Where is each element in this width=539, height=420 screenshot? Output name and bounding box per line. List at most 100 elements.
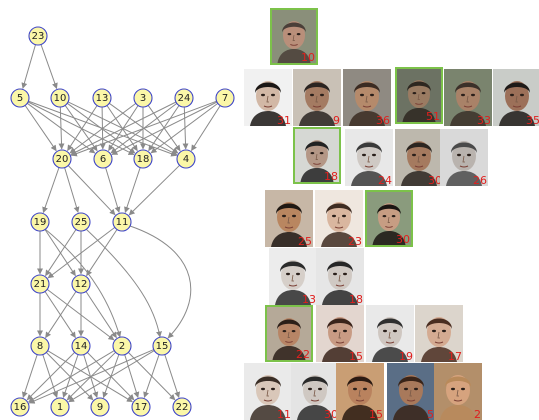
- graph-node-3[interactable]: 3: [133, 88, 153, 108]
- graph-node-25[interactable]: 25: [71, 212, 91, 232]
- edge-5-20: [24, 105, 57, 152]
- edge-25-21: [45, 229, 77, 277]
- node-circle: [30, 336, 50, 356]
- edge-11-21: [47, 227, 116, 279]
- node-circle: [10, 88, 30, 108]
- face-thumbnail-2[interactable]: 9: [293, 69, 341, 126]
- face-thumbnail-10[interactable]: 26: [440, 129, 488, 186]
- face-thumbnail-23[interactable]: 5: [387, 363, 435, 420]
- face-photo: [366, 305, 414, 362]
- face-thumbnail-20[interactable]: 11: [244, 363, 292, 420]
- face-thumbnail-11[interactable]: 25: [265, 190, 313, 247]
- face-photo: [244, 363, 292, 420]
- node-label: 2: [119, 341, 125, 352]
- graph-node-5[interactable]: 5: [10, 88, 30, 108]
- graph-node-23[interactable]: 23: [28, 26, 48, 46]
- face-thumbnail-12[interactable]: 23: [315, 190, 363, 247]
- edge-15-16: [28, 349, 154, 404]
- graph-node-7[interactable]: 7: [215, 88, 235, 108]
- graph-node-9[interactable]: 9: [90, 397, 110, 417]
- edge-15-1: [68, 350, 155, 403]
- face-photo: [291, 363, 339, 420]
- face-thumbnail-16[interactable]: 22: [265, 305, 313, 362]
- face-thumbnail-1[interactable]: 31: [244, 69, 292, 126]
- face-thumbnail-6[interactable]: 35: [493, 69, 539, 126]
- graph-node-18[interactable]: 18: [133, 149, 153, 169]
- node-circle: [71, 212, 91, 232]
- node-circle: [10, 397, 30, 417]
- node-circle: [215, 88, 235, 108]
- graph-node-12[interactable]: 12: [71, 274, 91, 294]
- face-number: 15: [369, 408, 383, 420]
- face-photo: [244, 69, 292, 126]
- face-thumbnail-3[interactable]: 36: [343, 69, 391, 126]
- graph-node-8[interactable]: 8: [30, 336, 50, 356]
- node-circle: [71, 336, 91, 356]
- edge-25-15: [85, 228, 162, 338]
- node-circle: [174, 88, 194, 108]
- edge-20-19: [42, 167, 60, 214]
- face-thumbnail-22[interactable]: 15: [336, 363, 384, 420]
- face-thumbnail-15[interactable]: 18: [316, 248, 364, 305]
- graph-node-15[interactable]: 15: [152, 336, 172, 356]
- graph-node-14[interactable]: 14: [71, 336, 91, 356]
- node-circle: [71, 274, 91, 294]
- graph-node-24[interactable]: 24: [174, 88, 194, 108]
- face-photo: [434, 363, 482, 420]
- face-thumbnail-13[interactable]: 30: [365, 190, 413, 247]
- face-thumbnail-5[interactable]: 33: [444, 69, 492, 126]
- face-thumbnail-18[interactable]: 19: [366, 305, 414, 362]
- face-number: 26: [473, 174, 487, 187]
- node-circle: [52, 149, 72, 169]
- graph-node-21[interactable]: 21: [30, 274, 50, 294]
- edge-7-20: [70, 100, 217, 157]
- face-photo: [367, 192, 411, 245]
- node-circle: [93, 149, 113, 169]
- face-thumbnail-21[interactable]: 30: [291, 363, 339, 420]
- face-thumbnail-4[interactable]: 51: [395, 67, 443, 124]
- face-thumbnail-24[interactable]: 2: [434, 363, 482, 420]
- edge-8-1: [42, 354, 59, 398]
- edge-7-6: [111, 101, 218, 155]
- edge-4-11: [128, 164, 180, 216]
- graph-node-16[interactable]: 16: [10, 397, 30, 417]
- face-thumbnail-7[interactable]: 18: [293, 127, 341, 184]
- face-thumbnail-14[interactable]: 13: [269, 248, 317, 305]
- face-thumbnail-9[interactable]: 30: [395, 129, 443, 186]
- node-circle: [92, 88, 112, 108]
- graph-node-13[interactable]: 13: [92, 88, 112, 108]
- graph-node-11[interactable]: 11: [112, 212, 132, 232]
- face-photo: [444, 69, 492, 126]
- graph-node-6[interactable]: 6: [93, 149, 113, 169]
- face-photo: [315, 190, 363, 247]
- face-number: 18: [349, 293, 363, 306]
- node-label: 13: [96, 93, 109, 104]
- face-number: 18: [324, 170, 338, 183]
- edge-8-16: [21, 354, 38, 398]
- face-thumbnail-0[interactable]: 10: [270, 8, 318, 65]
- node-circle: [50, 397, 70, 417]
- edge-13-18: [106, 105, 138, 152]
- graph-node-1[interactable]: 1: [50, 397, 70, 417]
- face-number: 9: [333, 114, 340, 127]
- graph-node-19[interactable]: 19: [30, 212, 50, 232]
- node-circle: [30, 274, 50, 294]
- face-thumbnail-8[interactable]: 24: [345, 129, 393, 186]
- node-label: 5: [17, 93, 23, 104]
- face-thumbnail-17[interactable]: 15: [316, 305, 364, 362]
- graph-node-22[interactable]: 22: [172, 397, 192, 417]
- graph-node-20[interactable]: 20: [52, 149, 72, 169]
- graph-node-4[interactable]: 4: [176, 149, 196, 169]
- graph-node-17[interactable]: 17: [131, 397, 151, 417]
- graph-node-10[interactable]: 10: [50, 88, 70, 108]
- face-photo: [343, 69, 391, 126]
- graph-node-2[interactable]: 2: [112, 336, 132, 356]
- face-thumbnail-19[interactable]: 17: [415, 305, 463, 362]
- face-number: 13: [302, 293, 316, 306]
- face-number: 10: [301, 51, 315, 64]
- node-circle: [30, 212, 50, 232]
- face-photo: [293, 69, 341, 126]
- face-photo: [387, 363, 435, 420]
